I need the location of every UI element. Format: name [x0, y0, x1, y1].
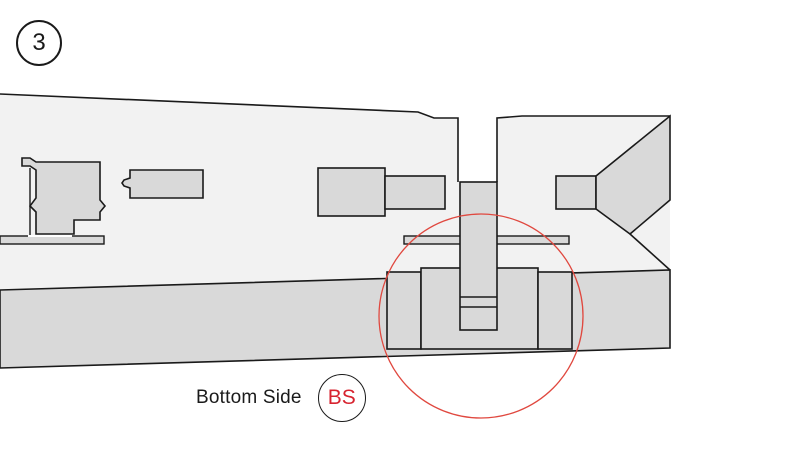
left-bracket	[21, 157, 107, 235]
funnel-neck	[555, 175, 597, 210]
connector-plug	[384, 175, 446, 210]
vertical-post	[459, 181, 498, 331]
funnel-body	[595, 114, 671, 236]
housing-right-cap	[537, 271, 573, 350]
legend-label: Bottom Side	[196, 387, 302, 408]
tray-panel-outline-right	[496, 115, 670, 182]
highlight-circle	[378, 213, 584, 419]
side-code-badge: BS	[317, 374, 366, 422]
left-rail	[0, 235, 105, 245]
side-code: BS	[327, 386, 356, 409]
connector-block	[317, 167, 386, 217]
funnel-to-base-line	[629, 233, 671, 271]
side-legend: Bottom Side BS	[196, 374, 366, 422]
housing-left-cap	[386, 271, 422, 350]
small-tab	[121, 169, 204, 199]
step-number: 3	[32, 29, 46, 56]
tray-panel-outline	[0, 93, 459, 182]
step-number-badge: 3	[16, 20, 62, 66]
